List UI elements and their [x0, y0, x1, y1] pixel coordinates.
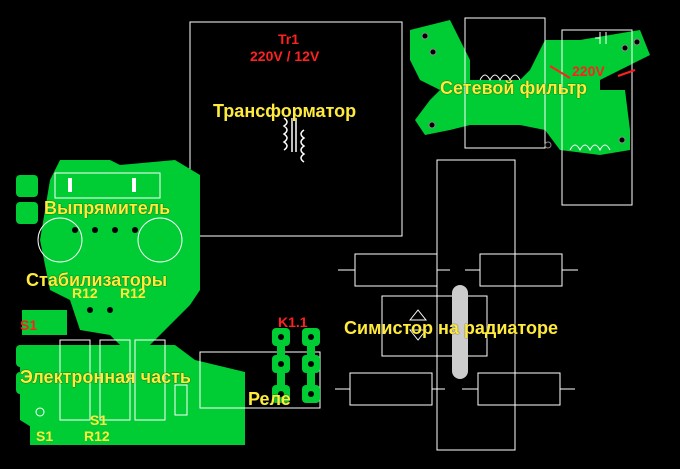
s1-ref-b: S1: [90, 412, 108, 428]
s1-ref-a: S1: [20, 317, 38, 333]
relay-label: Реле: [248, 389, 291, 409]
s1-ref-c: S1: [36, 428, 54, 444]
relay-pads: [278, 334, 314, 397]
electronics-label: Электронная часть: [20, 367, 191, 387]
filter-voltage: 220V: [572, 63, 605, 79]
transformer-voltage: 220V / 12V: [250, 48, 320, 64]
stabilizers-label: Стабилизаторы: [26, 270, 168, 290]
triac-outlines: [335, 159, 578, 451]
rectifier-label: Выпрямитель: [44, 198, 171, 218]
triac-label: Симистор на радиаторе: [344, 318, 558, 338]
power-board-outlines: [37, 172, 321, 421]
r12-ref-c: R12: [84, 428, 110, 444]
power-board-pads: [35, 178, 138, 417]
network-filter-pads: [421, 32, 641, 149]
r12-ref-b: R12: [120, 285, 146, 301]
network-filter-copper: [410, 20, 650, 155]
transformer-ref: Tr1: [278, 31, 300, 47]
network-filter-outlines: [464, 17, 633, 206]
triac-radiator: [452, 285, 468, 379]
transformer-coil-icon: [282, 117, 306, 163]
transformer-label: Трансформатор: [213, 101, 357, 121]
network-filter-label: Сетевой фильтр: [440, 78, 588, 98]
relay-ref: K1.1: [278, 314, 308, 330]
transformer-outline: [189, 21, 403, 237]
r12-ref-a: R12: [72, 285, 98, 301]
